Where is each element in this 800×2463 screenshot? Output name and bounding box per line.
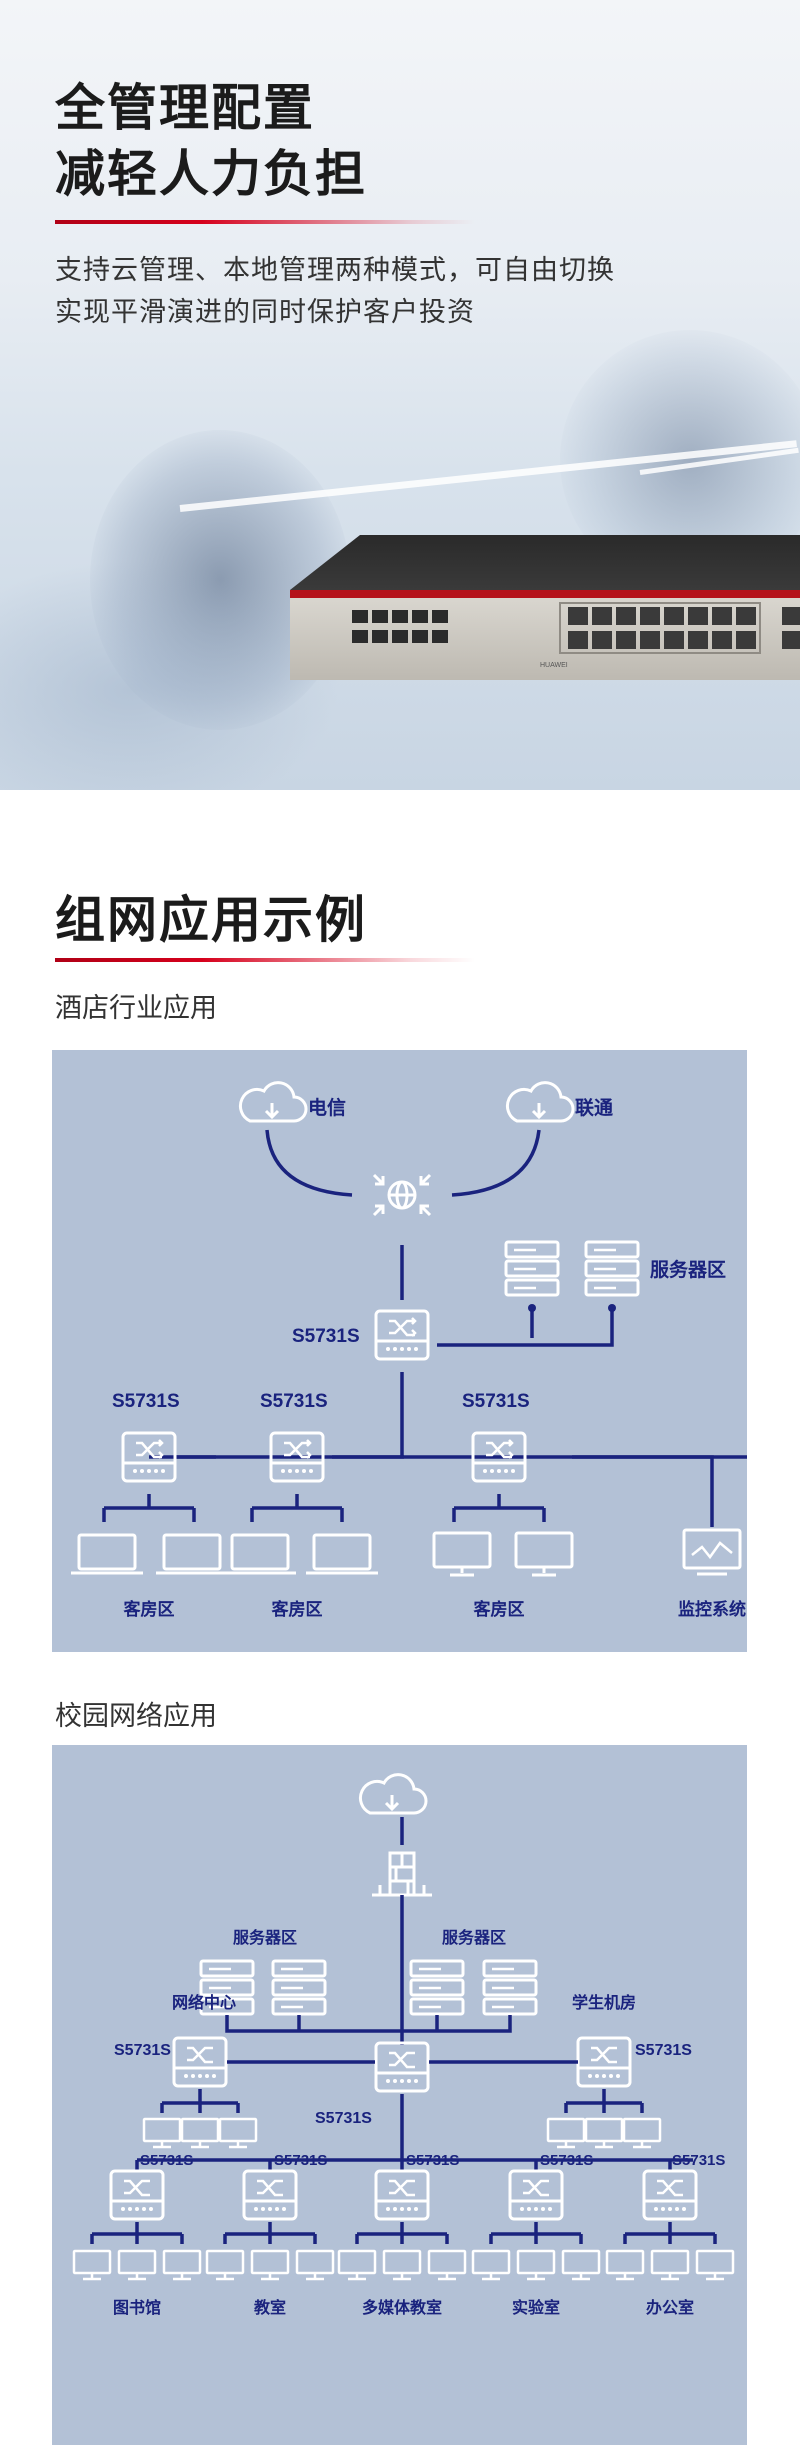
router-globe-icon [372,1173,432,1217]
area-label-2: 教室 [254,2298,286,2317]
server-zone-label-1: 服务器区 [233,1928,297,1947]
desktop-icon [650,2249,690,2281]
access-switch-icon [508,2169,564,2221]
area-label-5: 办公室 [646,2298,694,2317]
room-label-2: 客房区 [271,1599,323,1619]
access-switch-icon [374,2169,430,2221]
desktop-icon [117,2249,157,2281]
desktop-icon [382,2249,422,2281]
core-switch-label: S5731S [315,2110,372,2127]
access-switch-label-2: S5731S [274,2152,327,2169]
access-switch-label-1: S5731S [112,1391,180,1412]
isp-label-2: 联通 [575,1097,614,1119]
hero-subtitle-line1: 支持云管理、本地管理两种模式，可自由切换 [55,255,615,285]
network-center-switch-label: S5731S [114,2042,171,2059]
cloud-icon [358,1773,428,1815]
laptop-icon [69,1533,145,1575]
room-label-3: 客房区 [473,1599,525,1619]
desktop-icon [162,2249,202,2281]
desktop-icon [514,1531,574,1577]
server-zone-label: 服务器区 [650,1258,726,1281]
desktop-icon [516,2249,556,2281]
isp-label-1: 电信 [308,1096,346,1119]
laptop-icon [154,1533,230,1575]
hero-title-line1: 全管理配置 [55,80,315,136]
student-lab-switch-label: S5731S [635,2042,692,2059]
desktop-icon [337,2249,377,2281]
hotel-label: 酒店行业应用 [55,993,217,1023]
access-switch-icon [109,2169,165,2221]
desktop-icon [427,2249,467,2281]
laptop-icon [222,1533,298,1575]
switch-device-image: HUAWEI [290,535,800,680]
access-switch-label-2: S5731S [260,1391,328,1412]
device-brand-label: HUAWEI [540,662,568,669]
desktop-icon [180,2117,220,2149]
laptop-icon [304,1533,380,1575]
server-icon [584,1240,640,1297]
hero-accent-line [55,220,475,224]
access-switch-label-4: S5731S [540,2152,593,2169]
campus-label: 校园网络应用 [55,1701,217,1731]
area-label-1: 图书馆 [113,2298,161,2317]
access-switch-label-1: S5731S [140,2152,193,2169]
server-icon [504,1240,560,1297]
desktop-icon [695,2249,735,2281]
desktop-icon [432,1531,492,1577]
cloud-icon [238,1081,308,1123]
cloud-icon [505,1081,575,1123]
core-switch-label: S5731S [292,1326,360,1347]
desktop-icon [622,2117,662,2149]
access-switch-label-3: S5731S [462,1391,530,1412]
desktop-icon [471,2249,511,2281]
desktop-icon [584,2117,624,2149]
desktop-icon [605,2249,645,2281]
server-icon [482,1959,538,2016]
core-switch-icon [374,1309,430,1361]
student-lab-switch-icon [576,2036,632,2088]
hero-subtitle-line2: 实现平滑演进的同时保护客户投资 [55,297,475,327]
hero-title-line2: 减轻人力负担 [55,146,367,202]
server-zone-label-2: 服务器区 [442,1928,506,1947]
hero-banner: 全管理配置 减轻人力负担 支持云管理、本地管理两种模式，可自由切换 实现平滑演进… [0,0,800,790]
access-switch-label-5: S5731S [672,2152,725,2169]
network-center-label: 网络中心 [172,1993,236,2012]
area-label-4: 实验室 [512,2298,560,2317]
desktop-icon [561,2249,601,2281]
server-icon [409,1959,465,2016]
access-switch-icon [242,2169,298,2221]
network-center-switch-icon [172,2036,228,2088]
monitor-camera-icon [682,1528,742,1576]
core-switch-icon [374,2041,430,2093]
monitor-label: 监控系统 [678,1599,746,1619]
section-accent-line [55,958,475,962]
desktop-icon [218,2117,258,2149]
campus-network-diagram: 服务器区 服务器区 S5731S S5731S 网络中心 S5731S 学生机房 [52,1745,747,2445]
area-label-3: 多媒体教室 [362,2298,442,2317]
student-lab-label: 学生机房 [572,1993,636,2012]
access-switch-label-3: S5731S [406,2152,459,2169]
desktop-icon [205,2249,245,2281]
desktop-icon [72,2249,112,2281]
hotel-network-diagram: 电信 联通 服务器区 S5731S S5 [52,1050,749,1652]
desktop-icon [546,2117,586,2149]
section-title: 组网应用示例 [55,892,367,948]
desktop-icon [142,2117,182,2149]
firewall-icon [372,1851,432,1897]
access-switch-icon [642,2169,698,2221]
server-icon [271,1959,327,2016]
desktop-icon [250,2249,290,2281]
desktop-icon [295,2249,335,2281]
room-label-1: 客房区 [123,1599,175,1619]
